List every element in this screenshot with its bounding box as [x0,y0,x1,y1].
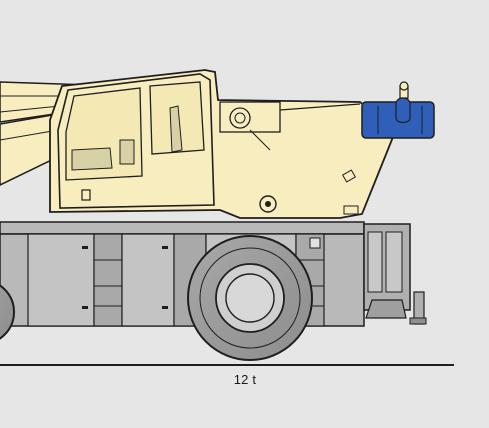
superstructure [49,69,397,219]
weight-label: 12 t [233,372,257,387]
front-tire [0,284,15,340]
counterweight [361,81,435,139]
rear-tire [187,235,313,361]
